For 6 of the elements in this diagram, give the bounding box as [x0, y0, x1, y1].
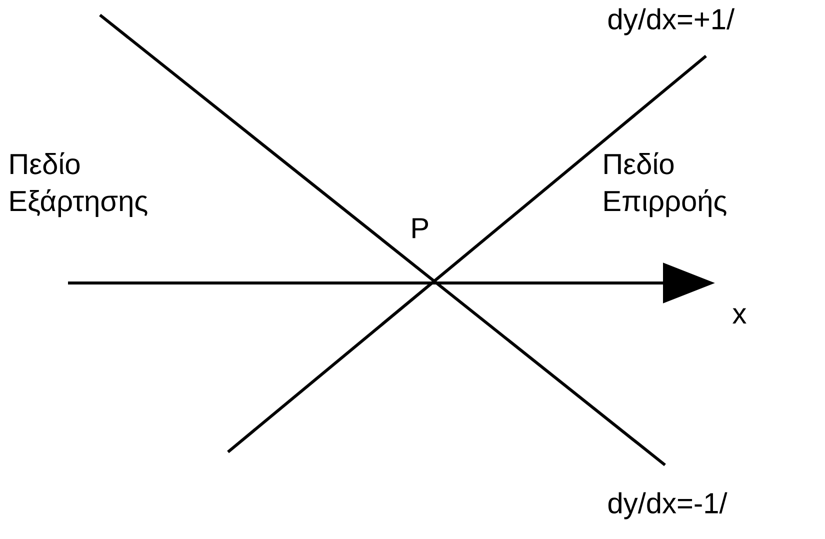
region-label: Πεδίο Επιρροής	[604, 152, 726, 218]
axis-label: x	[732, 308, 746, 324]
slope-label: dy/dx=+1/	[608, 8, 735, 36]
region-label: Πεδίο Εξάρτησης	[10, 152, 148, 218]
point-label: P	[412, 218, 428, 238]
slope-label: dy/dx=-1/	[608, 492, 728, 520]
